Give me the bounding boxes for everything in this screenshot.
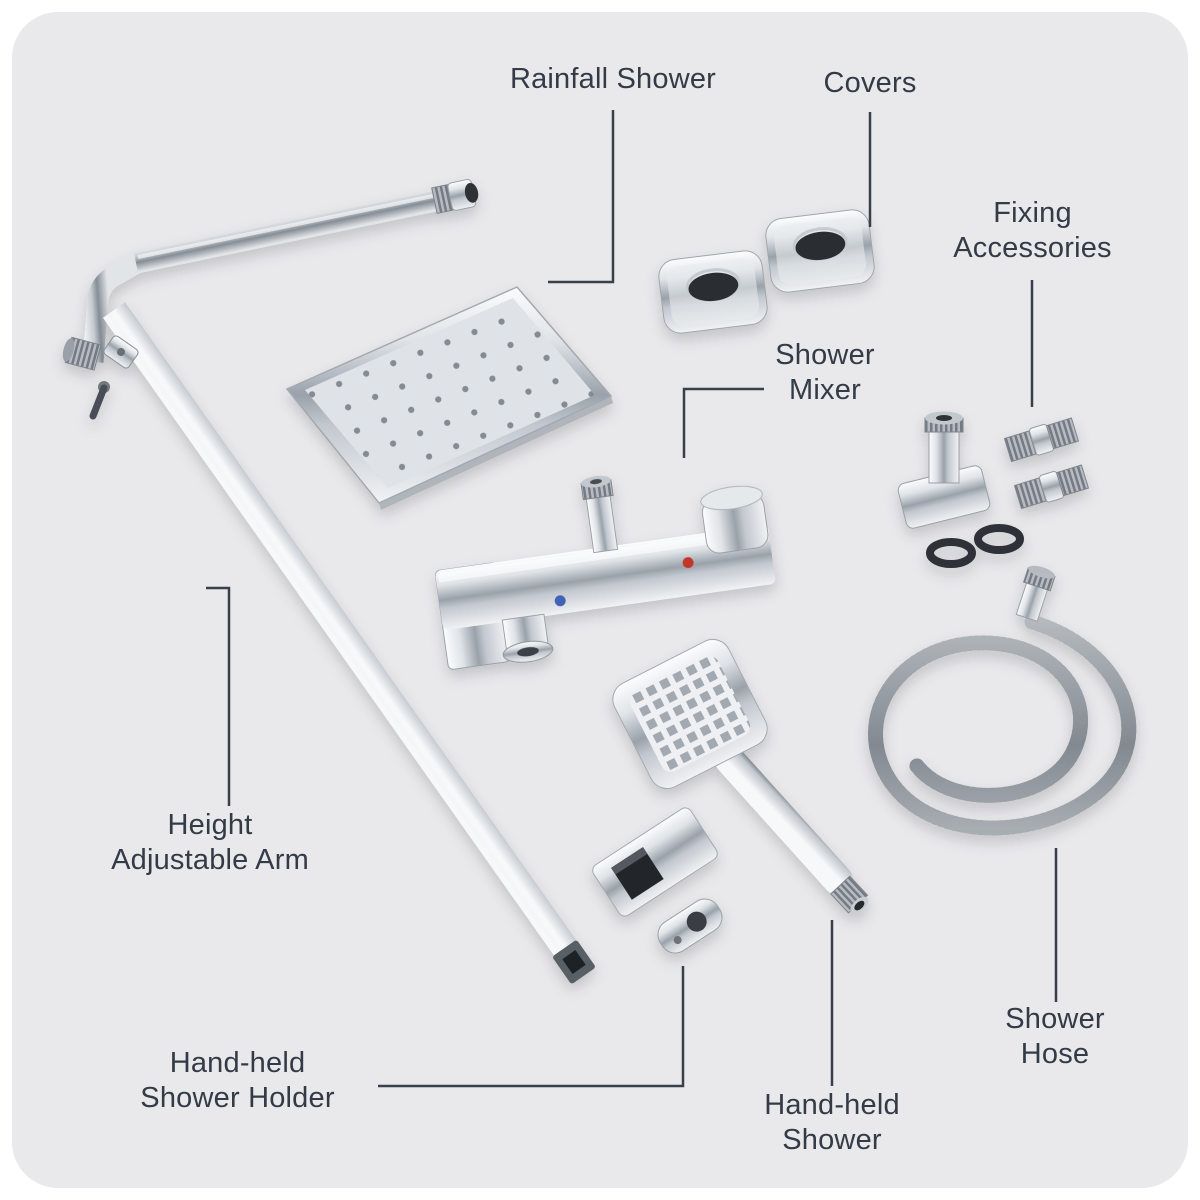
label-hand-held-shower-holder: Hand-held Shower Holder: [140, 1047, 335, 1114]
o-ring-2: [974, 524, 1024, 554]
hand-shower-head: [612, 638, 768, 790]
hand-held-shower-image: [612, 638, 869, 915]
thread-adapter-1: [1003, 417, 1080, 463]
callout-hand-held-shower-holder: [378, 966, 685, 1088]
callout-rainfall-shower: [548, 110, 615, 284]
height-adjustable-arm-image: [102, 302, 595, 984]
thread-adapter-2: [1013, 464, 1090, 510]
rainfall-shower-head-image: [285, 286, 613, 510]
arm-inlet-thread: [62, 336, 102, 371]
label-height-adjustable-arm: Height Adjustable Arm: [111, 809, 309, 876]
flange-nipple: [928, 424, 960, 484]
shower-mixer-image: [434, 475, 776, 670]
arm-clamp: [103, 335, 139, 369]
fixing-accessories-image: [897, 411, 1090, 568]
label-covers: Covers: [780, 66, 960, 101]
label-hand-held-shower: Hand-held Shower: [764, 1089, 900, 1156]
cover-left: [658, 250, 768, 334]
callout-lines: [206, 110, 1058, 1088]
diverter-lever: [89, 384, 108, 420]
label-covers-text: Covers: [823, 67, 917, 99]
mixer-top-connector: [585, 493, 619, 554]
hand-shower-inlet: [830, 875, 869, 915]
o-ring-1: [926, 538, 976, 568]
label-shower-mixer: Shower Mixer: [775, 339, 875, 406]
cover-right: [765, 209, 875, 293]
rainfall-shower-arm-image: [62, 178, 479, 420]
hand-held-shower-holder-image: [592, 807, 723, 954]
cold-indicator-dot: [554, 595, 566, 607]
label-rainfall-shower: Rainfall Shower: [433, 62, 793, 97]
callout-shower-mixer: [682, 387, 764, 458]
hose-connector: [1015, 565, 1056, 622]
label-fixing-accessories: Fixing Accessories: [953, 197, 1112, 264]
hot-indicator-dot: [682, 557, 694, 569]
arm-outlet-connector: [431, 178, 479, 215]
arm-end-cap: [553, 940, 595, 984]
covers-image: [658, 209, 875, 334]
shower-hose-image: [868, 565, 1137, 836]
label-shower-hose: Shower Hose: [1005, 1003, 1105, 1070]
callout-height-adjustable-arm: [206, 586, 231, 806]
label-rainfall-shower-text: Rainfall Shower: [509, 63, 717, 95]
